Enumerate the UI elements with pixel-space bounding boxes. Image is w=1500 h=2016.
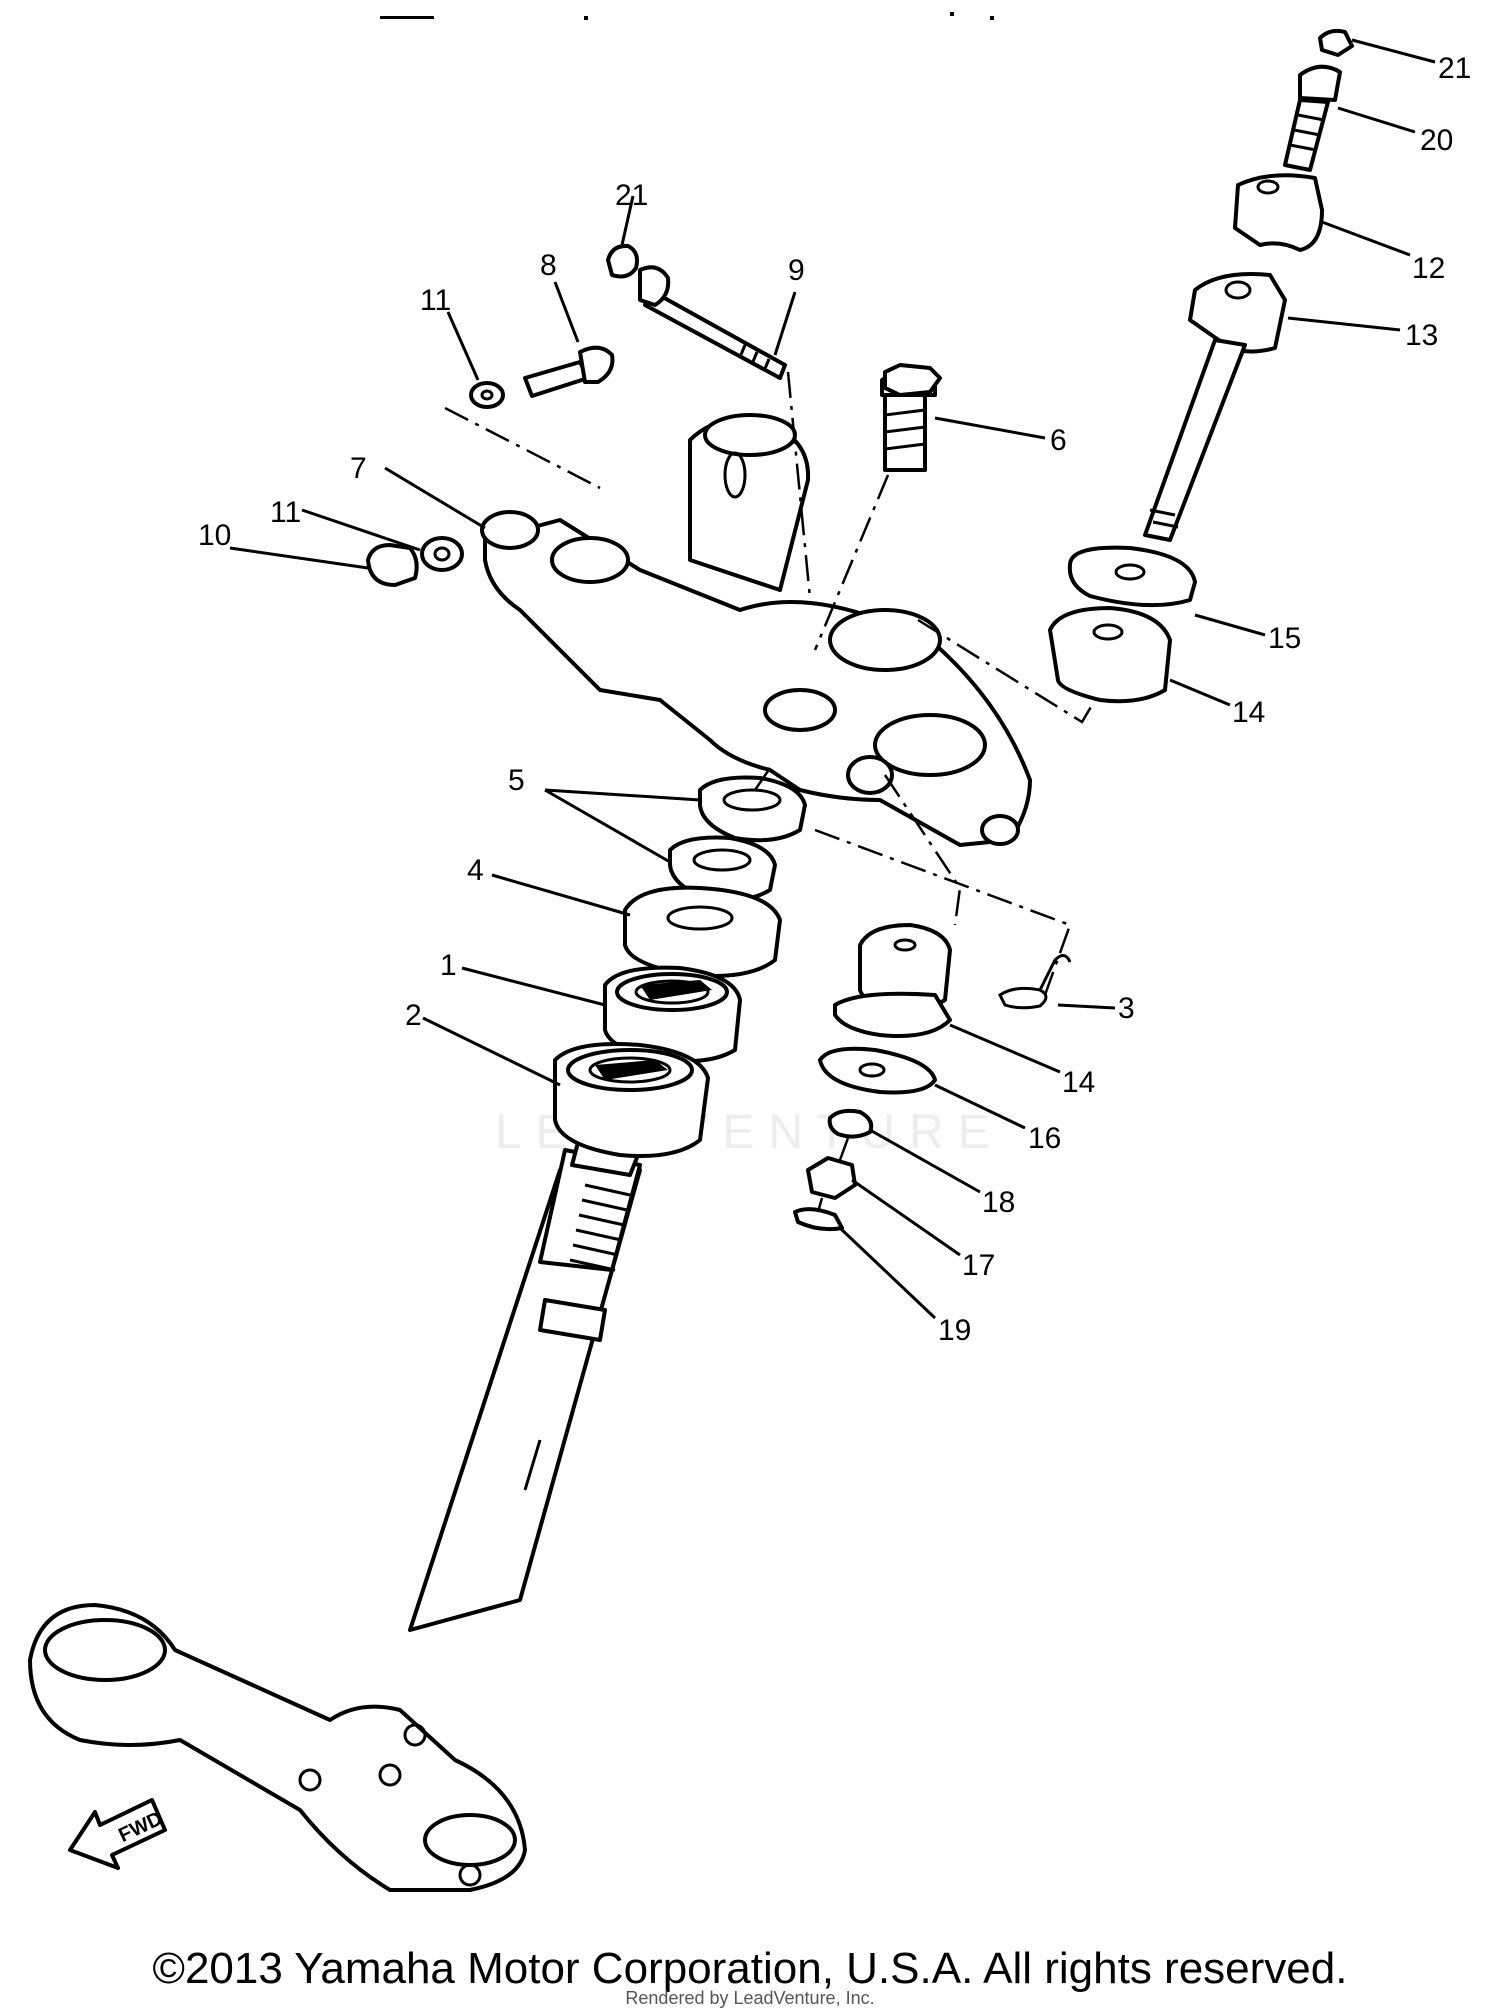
callout-16: 16 [1028,1122,1061,1155]
bushing-14-lower [833,923,952,1038]
bearing-cover-4 [623,885,782,978]
bearing-1 [603,965,742,1064]
cap-nut-10 [366,543,419,587]
cable-clip-3 [998,954,1072,1010]
fwd-arrow-icon: FWD [68,1798,167,1870]
callout-19: 19 [938,1314,971,1347]
callout-labels: 21 20 12 13 6 15 14 21 8 9 11 7 11 10 5 … [198,52,1471,1347]
leader-lines [229,38,1436,1320]
callout-14-lower: 14 [1062,1066,1095,1099]
washer-16 [818,1046,937,1095]
callout-3: 3 [1118,992,1135,1025]
assembly-guide-lines [444,371,1097,1213]
nut-17 [806,1156,857,1200]
holder-13 [1143,272,1287,542]
bolt-6 [880,363,942,472]
callout-21-left: 21 [615,179,648,212]
bushing-14-upper [1048,606,1172,704]
callout-20: 20 [1420,124,1453,157]
bolt-20 [1283,64,1342,172]
washer-15 [1067,545,1197,608]
callout-13: 13 [1405,319,1438,352]
callout-2: 2 [405,999,422,1032]
callout-21-right: 21 [1438,52,1471,85]
callout-4: 4 [467,854,484,887]
callout-6: 6 [1050,424,1067,457]
callout-17: 17 [962,1249,995,1282]
scan-specks [380,12,994,20]
callout-11-lower: 11 [270,496,301,529]
bolt-8 [523,345,615,398]
washer-11-lower [420,536,464,572]
ring-nut-5-upper [698,775,807,843]
steering-stem-lower-bracket [28,1133,642,1892]
ring-nut-5-lower [668,835,777,903]
copyright-notice: ©2013 Yamaha Motor Corporation, U.S.A. A… [152,1944,1348,1993]
cap-21-right [1318,28,1354,57]
upper-bracket [480,413,1032,847]
callout-8: 8 [540,249,557,282]
bearing-race-2 [553,1042,710,1158]
callout-14-upper: 14 [1232,696,1265,729]
callout-11-upper: 11 [420,284,451,317]
holder-cap-12 [1233,173,1324,252]
washer-11-upper [469,381,505,409]
callout-15: 15 [1268,622,1301,655]
callout-10: 10 [198,519,231,552]
long-bolt-9 [638,265,787,380]
callout-18: 18 [982,1186,1015,1219]
cap-21-left [606,243,639,279]
callout-5: 5 [508,764,525,797]
rendered-by-notice: Rendered by LeadVenture, Inc. [625,1988,875,2008]
spring-washer-18 [827,1108,874,1139]
callout-12: 12 [1412,252,1445,285]
callout-7: 7 [350,452,367,485]
callout-1: 1 [440,949,457,982]
callout-9: 9 [788,254,805,287]
